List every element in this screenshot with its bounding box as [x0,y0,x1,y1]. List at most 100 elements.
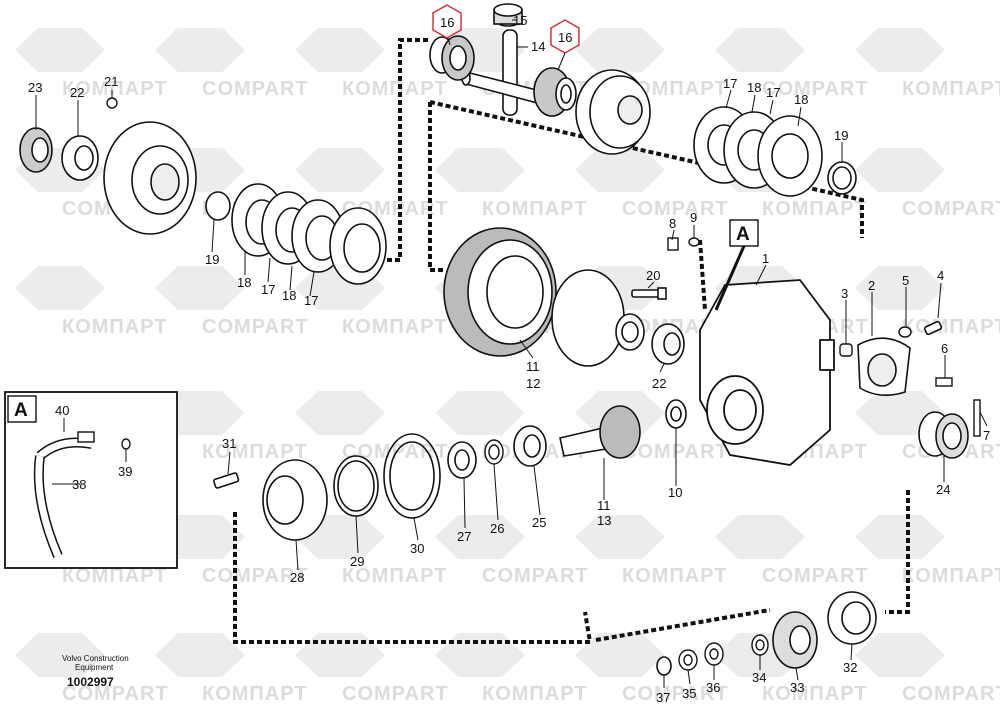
watermark-hex [715,515,805,559]
label-20: 20 [646,268,660,283]
watermark-hex [435,391,525,435]
diff-housing-half [575,69,651,155]
watermark-text: КОМПАРТ [622,78,728,100]
bolt-31 [213,472,240,489]
label-7: 7 [983,428,990,443]
bearing-22-left [61,135,99,181]
label-17d: 17 [304,293,318,308]
drive-pinion-13 [559,405,641,459]
label-35: 35 [682,686,696,701]
label-2: 2 [868,278,875,293]
ring-gear-11 [443,227,557,357]
label-22a: 22 [70,85,84,100]
watermark-hex [855,28,945,72]
label-3: 3 [841,286,848,301]
label-17c: 17 [261,282,275,297]
watermark-hex [715,28,805,72]
watermark-hex [15,633,105,677]
lock-washer-36 [704,642,724,666]
watermark-hex [855,633,945,677]
spacer-26 [484,439,504,465]
label-6: 6 [941,341,948,356]
watermark-text: COMPART [762,565,869,587]
watermark-hex [575,633,665,677]
pinion-gear-15 [493,3,523,27]
label-22b: 22 [652,376,666,391]
label-21: 21 [104,74,118,89]
bolt-20 [631,287,667,300]
label-17b: 17 [766,85,780,100]
label-36: 36 [706,680,720,695]
detail-inset-a [4,391,178,569]
label-32: 32 [843,660,857,675]
watermark-hex [15,266,105,310]
label-17a: 17 [723,76,737,91]
label-4: 4 [937,268,944,283]
gasket-30 [383,433,441,519]
assembly-dashed-lines [233,38,910,644]
circlip-37 [656,656,672,676]
watermark-text: COMPART [622,441,729,463]
label-1: 1 [762,251,769,266]
highlight-hex-16 [432,4,580,54]
label-25: 25 [532,515,546,530]
watermark-text: КОМПАРТ [62,78,168,100]
watermark-text: КОМПАРТ [342,565,448,587]
label-23: 23 [28,80,42,95]
watermark-text: COMPART [62,683,169,705]
drawing-number: 1002997 [67,675,114,689]
label-5: 5 [902,273,909,288]
watermark-text: КОМПАРТ [482,198,588,220]
label-18c: 18 [237,275,251,290]
footer-brand: Volvo Construction [62,654,129,663]
watermark-hex [295,391,385,435]
watermark-text: COMPART [342,441,449,463]
nut-21 [106,97,118,109]
watermark-text: КОМПАРТ [902,316,1000,338]
watermark-hex [575,148,665,192]
watermark-text: КОМПАРТ [342,316,448,338]
spider-gear-16a [429,35,475,81]
bearing-25 [513,425,547,467]
bolt-4 [923,320,943,336]
footer-brand-line2: Equipment [75,663,114,672]
label-16b: 16 [558,30,572,45]
carrier-housing-1 [699,279,835,466]
flange-32 [827,591,877,645]
part-number-labels: 1 2 3 4 5 6 7 8 9 10 11 12 11 13 14 15 1… [28,13,990,705]
watermark-hex [575,28,665,72]
label-18a: 18 [747,80,761,95]
label-19a: 19 [834,128,848,143]
label-12: 12 [526,376,540,391]
label-38: 38 [72,477,86,492]
lock-plate-6 [935,377,953,387]
label-13: 13 [597,513,611,528]
watermark-text: COMPART [622,683,729,705]
watermark-text: COMPART [482,565,589,587]
diff-case-12 [551,269,645,367]
watermark-text: КОМПАРТ [762,198,868,220]
watermark-hex [435,515,525,559]
watermark-text: КОМПАРТ [62,565,168,587]
watermark-hex [435,148,525,192]
label-31: 31 [222,436,236,451]
watermark-text: КОМПАРТ [902,78,1000,100]
label-30: 30 [410,541,424,556]
disc-pack-right [693,106,857,197]
bolt-7 [973,399,981,437]
diff-flange-housing [103,121,197,235]
label-8: 8 [669,216,676,231]
bearing-27 [447,441,477,479]
bearing-cap-2 [857,337,911,396]
label-15: 15 [513,13,527,28]
watermark-text: COMPART [902,198,1000,220]
watermark-hex [295,28,385,72]
nut-35 [678,649,698,671]
label-11a: 11 [526,359,540,374]
label-10: 10 [668,485,682,500]
label-9: 9 [690,210,697,225]
bolt-8-washer-9 [667,237,700,251]
watermark-text: COMPART [342,683,449,705]
label-29: 29 [350,554,364,569]
